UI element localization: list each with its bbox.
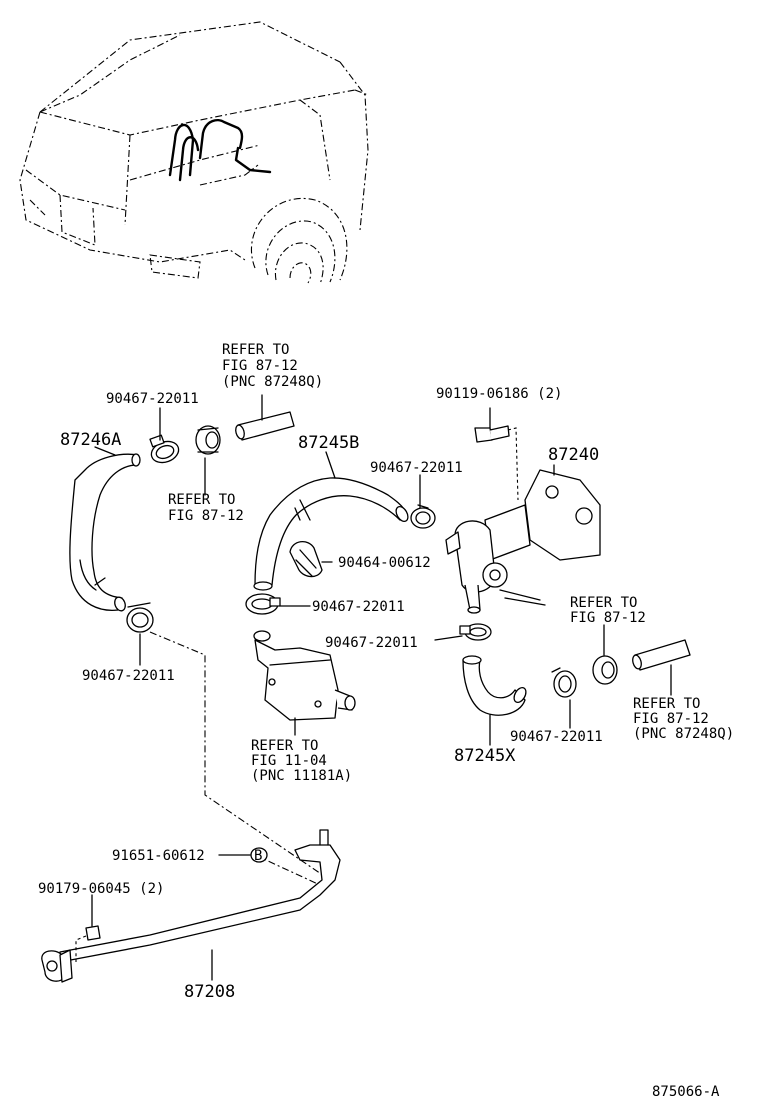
vehicle-illustration: [19, 21, 369, 285]
label-refer-right-1: REFER TO: [570, 595, 637, 611]
label-refer-top-3: (PNC 87248Q): [222, 374, 323, 390]
label-refer-grommet-2: FIG 87-12: [168, 508, 244, 524]
bolt-90119[interactable]: [474, 425, 519, 501]
label-clamp-mid: 90467-22011: [370, 460, 463, 476]
label-refer-grommet-1: REFER TO: [168, 492, 235, 508]
label-clamp-lower-mid: 90467-22011: [312, 599, 405, 615]
label-nut: 90179-06045 (2): [38, 881, 164, 897]
grommet-top[interactable]: [195, 425, 221, 455]
label-clamp-bottom-right: 90467-22011: [510, 729, 603, 745]
label-refer-housing-3: (PNC 11181A): [251, 768, 352, 784]
label-87246a: 87246A: [60, 430, 121, 450]
label-refer-pipe-right-3: (PNC 87248Q): [633, 726, 734, 742]
label-87240: 87240: [548, 445, 599, 465]
label-clip-90464: 90464-00612: [338, 555, 431, 571]
label-plug: 91651-60612: [112, 848, 205, 864]
hose-87246a[interactable]: [69, 453, 141, 612]
hose-87245b[interactable]: [253, 477, 410, 591]
label-refer-housing-2: FIG 11-04: [251, 753, 327, 769]
label-refer-right-2: FIG 87-12: [570, 610, 646, 626]
pipe-refer-right[interactable]: [631, 639, 691, 671]
label-refer-housing-1: REFER TO: [251, 738, 318, 754]
leader-lines: [91, 394, 672, 981]
label-87245b: 87245B: [298, 433, 359, 453]
label-refer-top-1: REFER TO: [222, 342, 289, 358]
pipe-refer-top[interactable]: [234, 411, 295, 441]
clamp-top-left[interactable]: [148, 434, 181, 466]
label-refer-pipe-right-2: FIG 87-12: [633, 711, 709, 727]
water-valve-87240[interactable]: [445, 469, 601, 614]
label-clamp-right: 90467-22011: [325, 635, 418, 651]
plug-mark-text: B: [254, 848, 262, 864]
water-outlet-housing[interactable]: [253, 630, 356, 721]
label-87245x: 87245X: [454, 746, 516, 766]
clip-90464[interactable]: [289, 541, 323, 578]
label-figure-number: 875066-A: [652, 1084, 720, 1100]
label-refer-top-2: FIG 87-12: [222, 358, 298, 374]
hose-87245x[interactable]: [462, 655, 528, 716]
label-87208: 87208: [184, 982, 235, 1002]
label-bolt: 90119-06186 (2): [436, 386, 562, 402]
water-pipe-87208[interactable]: [41, 829, 341, 983]
clamp-lower-mid[interactable]: [459, 623, 492, 641]
clamp-left-bottom[interactable]: [126, 602, 154, 633]
clamp-mid-left[interactable]: [245, 593, 281, 615]
label-clamp-left-bottom: 90467-22011: [82, 668, 175, 684]
callout-labels: REFER TO FIG 87-12 (PNC 87248Q) 90467-22…: [38, 342, 734, 1100]
label-refer-pipe-right-1: REFER TO: [633, 696, 700, 712]
label-clamp-top-left: 90467-22011: [106, 391, 199, 407]
grommet-right[interactable]: [592, 655, 618, 685]
clamp-mid[interactable]: [410, 504, 436, 529]
clamp-bottom-right[interactable]: [551, 667, 577, 698]
nut-90179[interactable]: [75, 925, 101, 962]
plug-91651[interactable]: B: [250, 847, 268, 864]
